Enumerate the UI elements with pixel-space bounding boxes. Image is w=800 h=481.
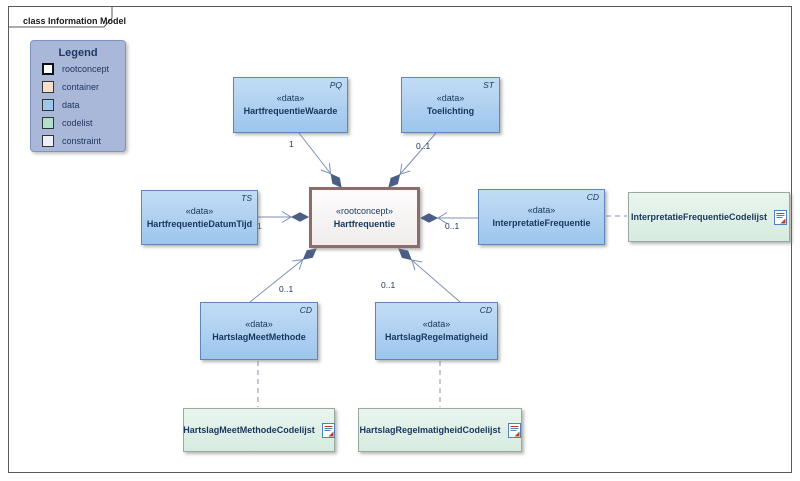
multiplicity-label: 1 bbox=[289, 139, 294, 149]
stereotype-label: «data» bbox=[436, 93, 465, 103]
legend-swatch-codelist bbox=[42, 116, 54, 129]
class-name: InterpretatieFrequentie bbox=[492, 218, 591, 228]
legend-swatch-constraint bbox=[42, 134, 54, 147]
class-name: Toelichting bbox=[426, 106, 475, 116]
stereotype-label: «data» bbox=[245, 319, 273, 329]
stereotype-label: «rootconcept» bbox=[335, 205, 394, 216]
class-hartfrequentiedatumtijd[interactable]: TS «data» HartfrequentieDatumTijd bbox=[141, 190, 258, 245]
codelist-hartslagregelmatigheid[interactable]: HartslagRegelmatigheidCodelijst bbox=[358, 408, 522, 452]
datatype-label: CD bbox=[586, 192, 599, 202]
datatype-label: CD bbox=[299, 305, 312, 315]
legend-item-label: codelist bbox=[62, 117, 93, 128]
datatype-label: TS bbox=[241, 193, 252, 203]
legend-title: Legend bbox=[58, 47, 98, 59]
diagram-tab-label: class Information Model bbox=[23, 16, 127, 26]
stereotype-label: «data» bbox=[527, 205, 556, 215]
legend: Legend rootconcept container data codeli… bbox=[30, 40, 126, 152]
multiplicity-label: 0..1 bbox=[381, 280, 396, 290]
codelist-name: InterpretatieFrequentieCodelijst bbox=[630, 211, 768, 222]
multiplicity-label: 0..1 bbox=[279, 284, 294, 294]
class-toelichting[interactable]: ST «data» Toelichting bbox=[401, 77, 500, 133]
datatype-label: CD bbox=[479, 305, 492, 315]
class-name: HartslagRegelmatigheid bbox=[384, 332, 489, 342]
codelist-hartslagmeetmethode[interactable]: HartslagMeetMethodeCodelijst bbox=[183, 408, 335, 452]
legend-item-label: data bbox=[62, 99, 80, 110]
stereotype-label: «data» bbox=[276, 93, 305, 103]
multiplicity-label: 0..1 bbox=[445, 221, 460, 231]
datatype-label: PQ bbox=[329, 80, 342, 90]
diagram-tab: class Information Model bbox=[8, 6, 126, 28]
multiplicity-label: 0..1 bbox=[416, 141, 431, 151]
class-interpretatiefrequentie[interactable]: CD «data» InterpretatieFrequentie bbox=[478, 189, 605, 245]
multiplicity-label: 1 bbox=[257, 221, 262, 231]
class-name: HartslagMeetMethode bbox=[212, 332, 306, 342]
class-name: Hartfrequentie bbox=[333, 218, 396, 229]
legend-item-codelist: codelist bbox=[42, 114, 125, 131]
class-name: HartfrequentieDatumTijd bbox=[146, 218, 253, 229]
codelist-name: HartslagMeetMethodeCodelijst bbox=[183, 424, 315, 435]
legend-item-container: container bbox=[42, 78, 125, 95]
diagram-tab-shape bbox=[8, 6, 113, 28]
class-hartslagmeetmethode[interactable]: CD «data» HartslagMeetMethode bbox=[200, 302, 318, 360]
legend-swatch-data bbox=[42, 98, 54, 111]
legend-swatch-rootconcept bbox=[42, 62, 54, 75]
legend-item-label: rootconcept bbox=[62, 63, 110, 74]
legend-item-constraint: constraint bbox=[42, 132, 125, 149]
codelist-document-icon bbox=[321, 422, 335, 438]
legend-swatch-container bbox=[42, 80, 54, 93]
legend-item-data: data bbox=[42, 96, 125, 113]
class-hartslagregelmatigheid[interactable]: CD «data» HartslagRegelmatigheid bbox=[375, 302, 498, 360]
codelist-interpretatiefrequentie[interactable]: InterpretatieFrequentieCodelijst bbox=[628, 192, 790, 242]
class-name: HartfrequentieWaarde bbox=[243, 106, 338, 116]
datatype-label: ST bbox=[483, 80, 494, 90]
codelist-document-icon bbox=[507, 422, 521, 438]
class-hartfrequentie-rootconcept[interactable]: «rootconcept» Hartfrequentie bbox=[309, 187, 420, 248]
stereotype-label: «data» bbox=[185, 205, 214, 216]
class-hartfrequentiewaarde[interactable]: PQ «data» HartfrequentieWaarde bbox=[233, 77, 348, 133]
codelist-name: HartslagRegelmatigheidCodelijst bbox=[359, 424, 501, 435]
legend-item-rootconcept: rootconcept bbox=[42, 60, 125, 77]
legend-item-label: constraint bbox=[62, 135, 102, 146]
codelist-document-icon bbox=[774, 209, 788, 225]
legend-item-label: container bbox=[62, 81, 100, 92]
stereotype-label: «data» bbox=[422, 319, 451, 329]
